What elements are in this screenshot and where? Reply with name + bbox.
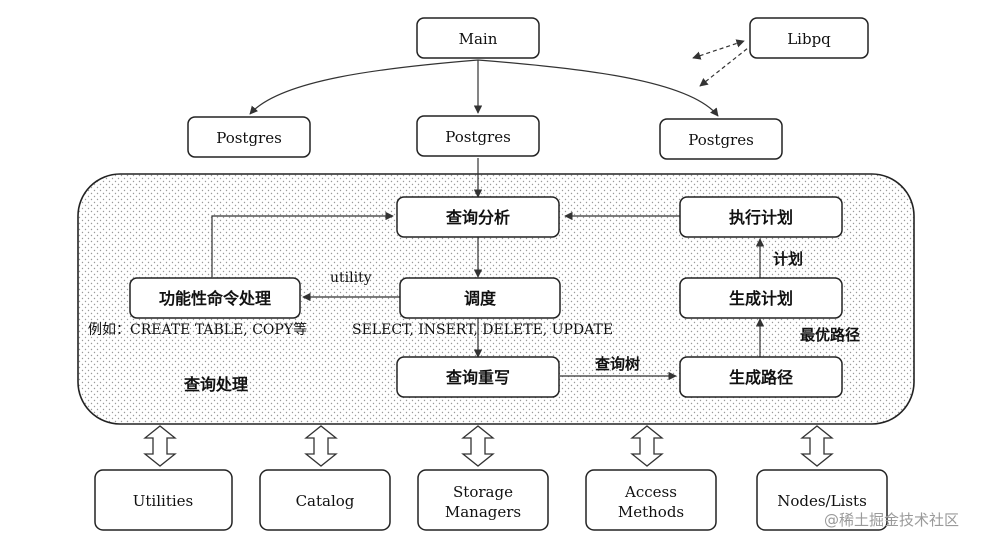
utilities-node: Utilities [94, 469, 233, 531]
main-to-postgres-left-arrow [249, 59, 479, 115]
query-processing-label: 查询处理 [184, 375, 248, 394]
libpq-dashed-link-lower [699, 47, 749, 87]
svg-text:Managers: Managers [445, 503, 521, 521]
execute-plan-node: 执行计划 [679, 196, 843, 238]
postgres-center-node: Postgres [416, 115, 540, 157]
double-arrow-utilities [143, 425, 177, 467]
svg-text:Main: Main [459, 30, 498, 48]
svg-text:查询分析: 查询分析 [446, 208, 510, 227]
double-arrow-nodes [800, 425, 834, 467]
svg-text:调度: 调度 [464, 289, 497, 308]
access-methods-node: Access Methods [585, 469, 717, 531]
double-arrow-storage [461, 425, 495, 467]
dml-examples-label: SELECT, INSERT, DELETE, UPDATE [352, 322, 613, 338]
svg-text:Storage: Storage [453, 483, 513, 501]
nodes-lists-node: Nodes/Lists [756, 469, 888, 531]
plan-label: 计划 [773, 250, 803, 268]
utility-label: utility [330, 270, 372, 286]
libpq-dashed-link-upper [692, 39, 745, 60]
double-arrow-catalog [304, 425, 338, 467]
svg-text:查询重写: 查询重写 [446, 368, 510, 387]
postgres-left-node: Postgres [187, 116, 311, 158]
svg-text:Utilities: Utilities [133, 492, 193, 510]
main-to-postgres-right-arrow [477, 59, 719, 117]
svg-text:执行计划: 执行计划 [729, 208, 793, 227]
storage-managers-node: Storage Managers [417, 469, 549, 531]
svg-text:生成计划: 生成计划 [729, 289, 793, 308]
postgres-right-node: Postgres [659, 118, 783, 160]
svg-text:Access: Access [624, 483, 677, 501]
svg-text:Libpq: Libpq [787, 30, 831, 48]
libpq-node: Libpq [749, 17, 869, 59]
svg-text:Postgres: Postgres [445, 128, 511, 146]
query-analysis-node: 查询分析 [396, 196, 560, 238]
svg-text:Catalog: Catalog [296, 492, 355, 510]
svg-text:Postgres: Postgres [216, 129, 282, 147]
utility-examples-label: 例如：CREATE TABLE, COPY等 [88, 321, 307, 338]
svg-text:生成路径: 生成路径 [729, 368, 793, 387]
catalog-node: Catalog [259, 469, 391, 531]
generate-path-node: 生成路径 [679, 356, 843, 398]
svg-text:Nodes/Lists: Nodes/Lists [777, 492, 867, 510]
generate-plan-node: 生成计划 [679, 277, 843, 319]
best-path-label: 最优路径 [800, 326, 860, 344]
main-node: Main [416, 17, 540, 59]
svg-text:Postgres: Postgres [688, 131, 754, 149]
utility-to-query-analysis-arrow [211, 211, 394, 277]
svg-text:Methods: Methods [618, 503, 684, 521]
double-arrow-access [630, 425, 664, 467]
query-tree-label: 查询树 [595, 355, 640, 373]
query-rewrite-node: 查询重写 [396, 356, 560, 398]
watermark-text: @稀土掘金技术社区 [823, 511, 959, 529]
utility-processing-node: 功能性命令处理 [129, 277, 301, 319]
dispatch-node: 调度 [399, 277, 561, 319]
double-arrows [143, 425, 834, 467]
svg-text:功能性命令处理: 功能性命令处理 [159, 289, 271, 308]
